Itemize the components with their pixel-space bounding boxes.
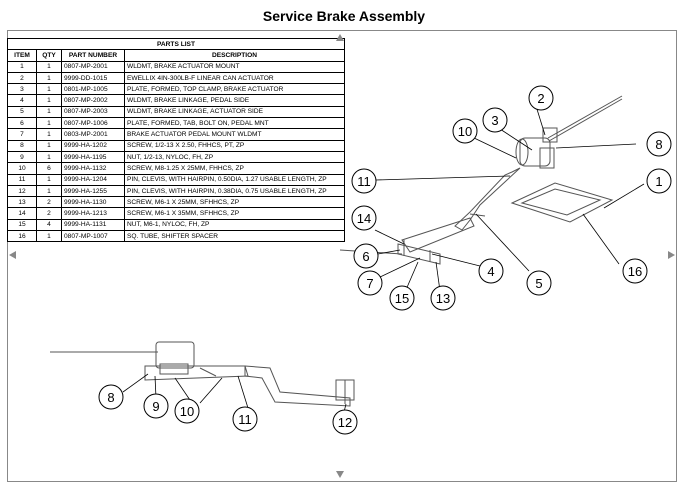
callout-5 [526,270,552,296]
description-cell: SQ. TUBE, SHIFTER SPACER [124,230,345,243]
callout-4-label: 4 [487,264,494,279]
callout-3-label: 3 [491,113,498,128]
callout-1-label: 1 [655,174,662,189]
actuator-mount-plate [510,182,614,223]
linear-actuator-body [519,137,551,167]
callout-3 [482,107,508,133]
side-view [50,341,355,407]
actuator-rod [547,95,623,139]
callout-15 [389,285,415,311]
callout-2 [528,85,554,111]
callout-8-side [98,384,124,410]
callout-10-iso-label: 10 [458,124,472,139]
callout-12-side [332,409,358,435]
callout-16-label: 16 [628,264,642,279]
linkage-pedal-side [401,217,475,253]
side-linkage [244,365,351,407]
callout-balloons [98,85,672,435]
callout-labels: 2 3 10 8 1 11 14 6 7 4 5 16 15 13 8 9 10… [107,91,662,430]
callout-8-iso [646,131,672,157]
isometric-view [339,95,623,265]
parts-list-table: PARTS LIST ITEM QTY PART NUMBER DESCRIPT… [7,37,345,243]
top-clamp-plate [539,147,555,169]
frame-center-markers [9,34,675,478]
callout-8-iso-label: 8 [655,137,662,152]
callout-11-side [232,406,258,432]
callout-14 [351,205,377,231]
drawing-border [7,30,677,482]
callout-13-label: 13 [436,291,450,306]
callout-1 [646,168,672,194]
callout-10-iso [452,118,478,144]
callout-7 [357,270,383,296]
callout-2-label: 2 [537,91,544,106]
callout-9-side-label: 9 [152,399,159,414]
callout-13 [430,285,456,311]
part-number-cell: 0807-MP-1007 [61,230,125,243]
callout-10-side [174,398,200,424]
callout-4 [478,258,504,284]
callout-14-label: 14 [357,211,371,226]
callout-7-label: 7 [366,276,373,291]
side-actuator-body [155,341,195,369]
callout-11-side-label: 11 [238,412,252,427]
callout-12-side-label: 12 [338,415,352,430]
callout-6 [353,243,379,269]
callout-11-iso-label: 11 [357,174,371,189]
callout-15-label: 15 [395,291,409,306]
callout-10-side-label: 10 [180,404,194,419]
callout-6-label: 6 [362,249,369,264]
callout-11-iso [351,168,377,194]
callout-9-side [143,393,169,419]
callout-8-side-label: 8 [107,390,114,405]
callout-16 [622,258,648,284]
callout-5-label: 5 [535,276,542,291]
page-title: Service Brake Assembly [262,8,426,24]
linkage-actuator-side [454,167,521,231]
